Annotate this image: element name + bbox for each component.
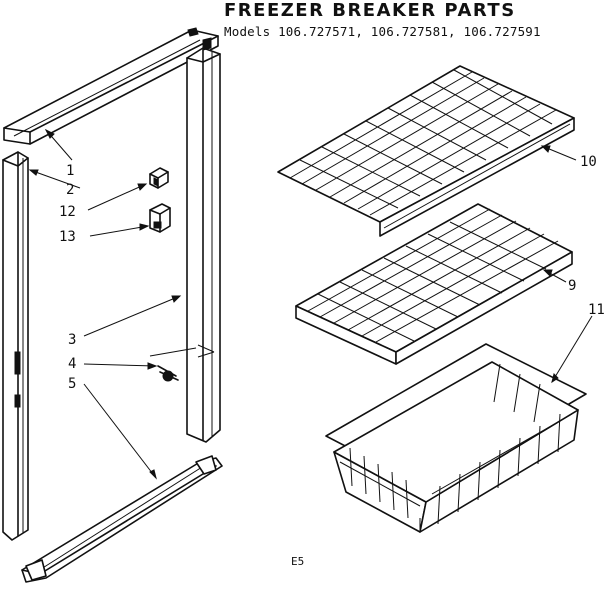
callout-3: 3 <box>68 332 76 348</box>
callout-12: 12 <box>59 204 76 220</box>
bracket-part-13 <box>149 203 171 233</box>
callout-labels: 1 2 12 13 3 4 5 10 9 11 <box>59 154 605 392</box>
callout-5: 5 <box>68 376 76 392</box>
storage-basket <box>325 343 587 533</box>
screw-part-4 <box>149 347 197 382</box>
callout-1: 1 <box>66 163 74 179</box>
callout-9: 9 <box>568 278 576 294</box>
top-breaker-strip <box>3 27 219 145</box>
bottom-breaker-strip <box>21 455 223 583</box>
callout-13: 13 <box>59 229 76 245</box>
callout-10: 10 <box>580 154 597 170</box>
callout-2: 2 <box>66 182 74 198</box>
leader-lines <box>28 128 593 480</box>
callout-4: 4 <box>68 356 76 372</box>
upper-wire-shelf <box>277 65 575 237</box>
diagram-title: FREEZER BREAKER PARTS <box>224 0 516 21</box>
diagram-code: E5 <box>291 555 305 568</box>
clip-part-12 <box>149 167 169 189</box>
lower-wire-shelf <box>295 203 573 365</box>
models-subtitle: Models 106.727571, 106.727581, 106.72759… <box>224 24 541 39</box>
left-breaker-strip <box>2 151 29 541</box>
right-breaker-strip <box>186 37 221 443</box>
callout-11: 11 <box>588 302 605 318</box>
